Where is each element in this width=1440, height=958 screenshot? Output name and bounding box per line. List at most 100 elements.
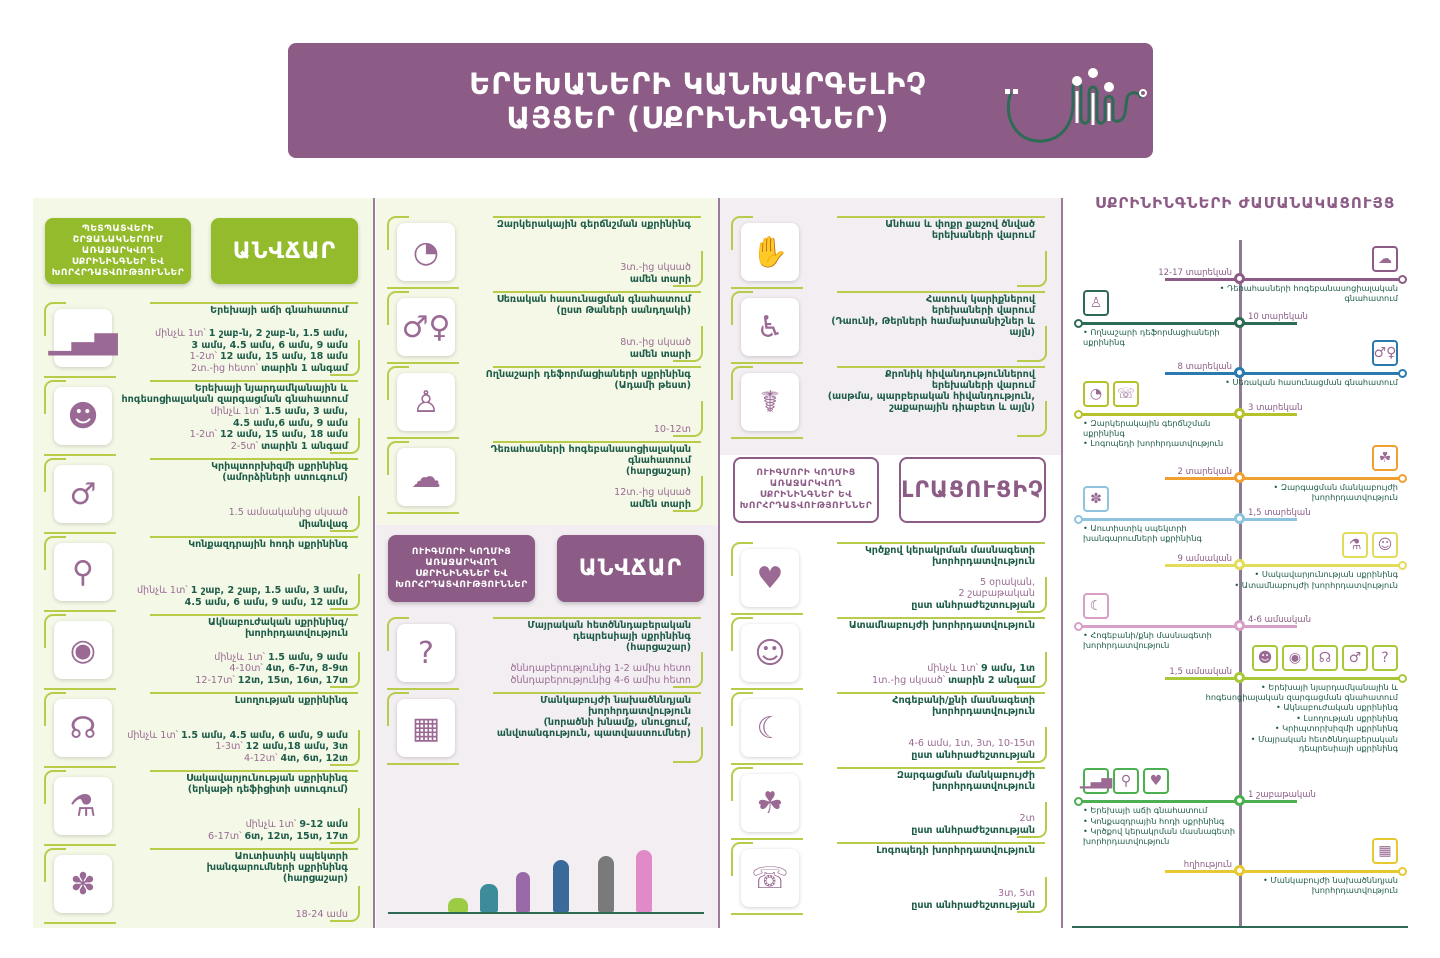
card-title-line: Կրծքով կերակրման մասնագետի — [864, 545, 1035, 556]
timeline-branch-end — [1398, 474, 1407, 483]
schedule-segment: 4տ, 6տ, 12տ — [280, 752, 348, 764]
timeline-item: • Լոգոպեդի խորհրդատվություն — [1083, 438, 1224, 448]
timeline-icon: ♙ — [1083, 290, 1109, 316]
card-decoration-line — [673, 401, 703, 437]
timeline-branch-end — [1398, 561, 1407, 570]
schedule-line: 3տ.-ից սկսած — [620, 262, 691, 274]
card-title: Ողնաշարի դեֆորմացիաների սքրինինգ(Ադամի թ… — [486, 369, 691, 391]
timeline-title: ՍՔՐԻՆԻՆԳՆԵՐԻ ԺԱՄԱՆԱԿԱՑՈՒՅՑ — [1095, 194, 1396, 212]
growth-icon: ▁▃▅ — [48, 309, 118, 367]
timeline-branch-line — [1165, 477, 1400, 480]
schedule-segment: 1տ.-ից սկսած՝ — [872, 674, 949, 686]
timeline-icon: ☾ — [1083, 593, 1109, 619]
special-needs-icon-glyph: ♿ — [756, 309, 784, 345]
card-decoration-line — [387, 688, 459, 690]
timeline-node — [1234, 472, 1245, 483]
card-decoration-line — [44, 766, 116, 768]
timeline-age-label: 8 տարեկան — [1177, 362, 1233, 372]
schedule-line: 1.5 ամսականից սկսած — [229, 507, 348, 519]
card-title: Կրիպտորխիզմի սքրինինգ(ամորձիների ստուգու… — [211, 461, 348, 483]
timeline-branch-line — [1165, 564, 1400, 567]
schedule-line: 2տ — [911, 813, 1035, 825]
timeline-branch-end — [1074, 797, 1083, 806]
card-title-line: Մանկաբույժի նախածննդյան — [540, 695, 691, 706]
timeline-icon: ▦ — [1372, 838, 1398, 864]
schedule-line: 4-10տ՝ 4տ, 6-7տ, 8-9տ — [195, 663, 348, 675]
timeline-item: • Ատամնաբույժի խորհրդատվություն — [1234, 579, 1398, 590]
schedule-segment: 1.5 ամսականից սկսած — [228, 507, 348, 518]
card-decoration-line — [731, 287, 803, 289]
card-title-line: (հարցաշար) — [625, 642, 691, 653]
card-decoration-line — [837, 617, 1045, 619]
card-title-line: Լոգոպեդի խորհրդատվություն — [876, 845, 1035, 856]
schedule-segment: 2տ — [1019, 813, 1035, 824]
card-decoration-line — [387, 291, 409, 325]
schedule-segment: 1 շաբ, 2 շաբ, 1.5 ամս, 3 ամս, — [190, 585, 348, 596]
card-title-line: խորհրդատվություն — [245, 628, 348, 639]
schedule-segment: 8տ.-ից սկսած — [620, 337, 691, 348]
card-title-line: Ակնաբուժական սքրինինգ/ — [208, 617, 348, 628]
eye-magnifier-icon-glyph: ◉ — [69, 632, 97, 668]
timeline-item: • Ողնաշարի դեֆորմացիաների սքրինինգ — [1083, 327, 1220, 347]
schedule-line: մինչև 1տ՝ 1.5 ամս, 4.5 ամս, 6 ամս, 9 ամս — [127, 730, 348, 742]
timeline-age-label: 2 տարեկան — [1177, 467, 1233, 477]
schedule-line: 1-2տ՝ 12 ամս, 15 ամս, 18 ամս — [190, 429, 348, 441]
card-decoration-line — [731, 613, 803, 615]
free-badge: ԱՆՎՃԱՐ — [211, 218, 358, 284]
schedule-line: միանվագ — [229, 519, 348, 531]
schedule-segment: ծննդաբերությունից 4-6 ամիս հետո — [510, 674, 692, 686]
schedule-segment: 9-12 ամս — [299, 819, 348, 830]
card-decoration-line — [731, 763, 803, 765]
premature-baby-hands-icon: ✋ — [741, 223, 799, 281]
schedule-line: 4-12տ՝ 4տ, 6տ, 12տ — [127, 753, 348, 765]
timeline-icons: ◔☏ — [1083, 381, 1139, 407]
schedule-line: 2-5տ՝ տարին 1 անգամ — [190, 441, 348, 453]
card-decoration-line — [44, 844, 116, 846]
card-decoration-line — [387, 763, 459, 765]
card-decoration-line — [837, 767, 1045, 769]
timeline-branch-end — [1398, 674, 1407, 683]
schedule-line: 3տ, 5տ — [911, 888, 1035, 900]
card-decoration-line — [837, 216, 1045, 218]
card-decoration-line — [330, 574, 360, 610]
schedule-line: ըստ անհրաժեշտության — [911, 600, 1035, 612]
card-decoration-line — [44, 688, 116, 690]
schedule-line: 3 ամս, 4.5 ամս, 6 ամս, 9 ամս — [155, 340, 348, 352]
card-title-line: (ամորձիների ստուգում) — [222, 472, 348, 483]
card-decoration-line — [44, 770, 66, 804]
schedule-segment: մինչև 1տ՝ — [210, 406, 265, 417]
schedule-line: 4.5 ամս,6 ամս, 9 ամս — [190, 418, 348, 430]
chronic-care-icon-glyph: ☤ — [759, 384, 781, 420]
schedule-segment: 4.5 ամս, 6 ամս, 9 ամս, 12 ամս — [184, 596, 348, 608]
schedule-line: 2 շաբաթական — [911, 588, 1035, 600]
timeline-age-label: հղիություն — [1183, 860, 1232, 870]
card-decoration-line — [150, 536, 358, 538]
pelvis-icon-glyph: ♂ — [69, 476, 97, 512]
card-text: Կրիպտորխիզմի սքրինինգ(ամորձիների ստուգու… — [120, 461, 348, 530]
card-title: Կոնքազդրային հոդի սքրինինգ — [188, 539, 348, 550]
schedule-line: 8տ.-ից սկսած — [620, 337, 691, 349]
card-decoration-line — [837, 291, 1045, 293]
card-title-line: (Ադամի թեստ) — [614, 380, 691, 391]
timeline-items: • Երեխայի նյարդամկանային և հոգեսոցիալակա… — [1198, 682, 1398, 755]
timeline-icons: ☾ — [1083, 593, 1109, 619]
blood-tube-icon-glyph: ⚗ — [69, 788, 97, 824]
card-decoration-line — [673, 476, 703, 512]
card-title-line: (ասթմա, պարբերական հիվանդություն, — [827, 391, 1035, 402]
children-growth-illustration — [388, 850, 704, 914]
card-decoration-line — [44, 614, 66, 648]
boy-figure — [553, 860, 569, 912]
schedule-segment: 1.5 ամս, 4.5 ամս, 6 ամս, 9 ամս — [181, 729, 348, 741]
schedule-line: 1-3տ՝ 12 ամս,18 ամս, 3տ — [127, 741, 348, 753]
speech-therapist-icon-glyph: ☏ — [751, 860, 789, 896]
timeline-node — [1234, 620, 1245, 631]
card-decoration-line — [837, 692, 1045, 694]
gender-symbols-icon-glyph: ♂♀ — [401, 309, 451, 345]
card-title: Լոգոպեդի խորհրդատվություն — [876, 845, 1035, 856]
